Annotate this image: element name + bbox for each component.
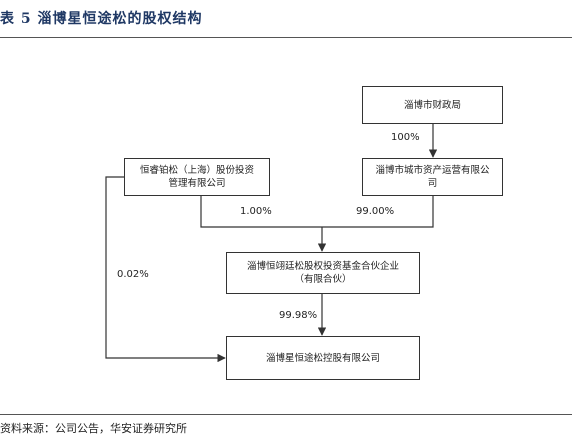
node-label: 管理有限公司 (168, 178, 226, 189)
pct-hengrui-to-fund: 1.00% (240, 206, 272, 217)
node-label: 淄博恒翊廷松股权投资基金合伙企业 (246, 261, 399, 272)
pct-assets-to-fund: 99.00% (356, 206, 395, 217)
node-zibo-finance-bureau: 淄博市财政局 (362, 86, 503, 124)
edge-assets-to-fund (322, 196, 434, 228)
pct-fund-to-target: 99.98% (279, 310, 318, 321)
node-label: 淄博市财政局 (403, 99, 461, 111)
edge-hengrui-to-target (105, 176, 226, 363)
node-zibo-city-assets: 淄博市城市资产运营有限公 司 (362, 158, 503, 196)
pct-finance-to-assets: 100% (391, 132, 420, 143)
node-equity-fund: 淄博恒翊廷松股权投资基金合伙企业 （有限合伙） (226, 252, 420, 294)
node-hengrui-investment: 恒睿铂松（上海）股份投资 管理有限公司 (124, 158, 270, 196)
pct-hengrui-to-target: 0.02% (117, 269, 149, 280)
node-label: 司 (427, 178, 438, 189)
edge-hengrui-to-fund (200, 196, 322, 228)
bottom-rule (0, 414, 572, 415)
node-label: （有限合伙） (294, 274, 352, 285)
node-label: 淄博星恒途松控股有限公司 (265, 352, 380, 364)
node-label: 淄博市城市资产运营有限公 (375, 165, 490, 176)
node-target-company: 淄博星恒途松控股有限公司 (226, 336, 420, 380)
table-title: 表 5 淄博星恒途松的股权结构 (0, 11, 203, 27)
node-label: 恒睿铂松（上海）股份投资 (139, 165, 254, 176)
top-rule (0, 37, 572, 38)
source-note: 资料来源：公司公告，华安证券研究所 (0, 422, 187, 435)
